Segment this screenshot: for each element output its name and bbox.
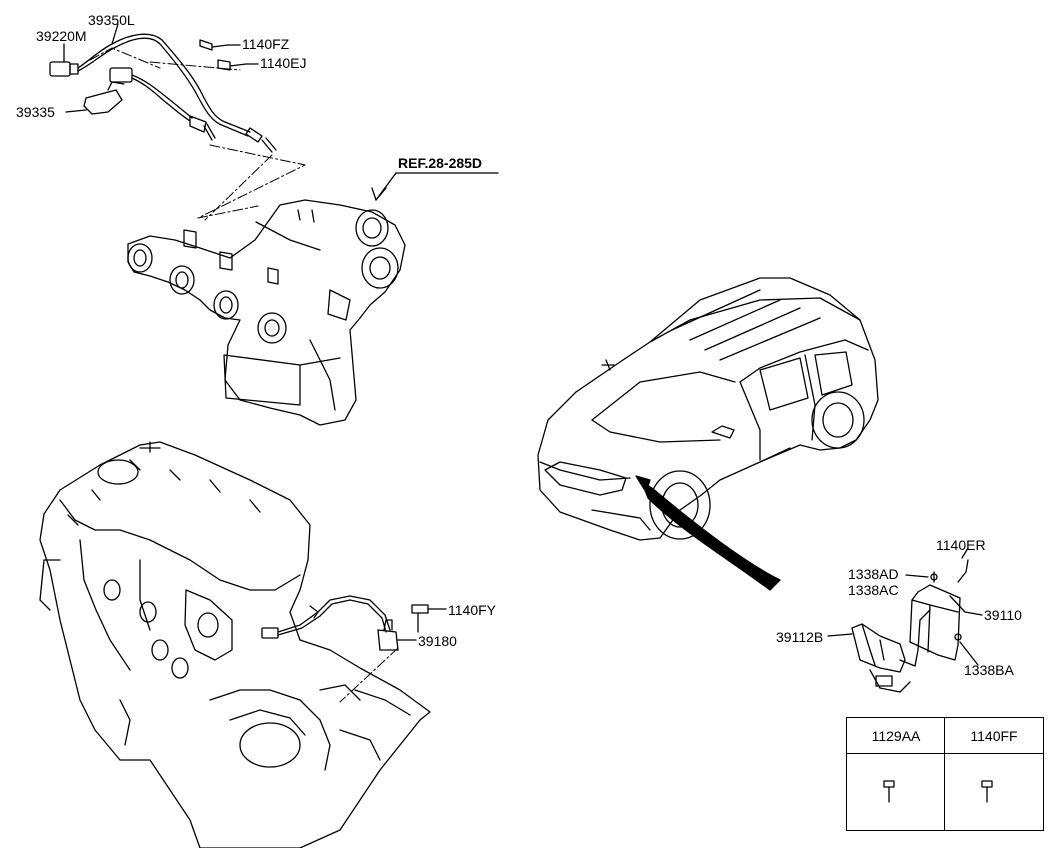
label-1140er: 1140ER <box>936 537 986 553</box>
oxygen-sensor-front <box>49 33 277 153</box>
label-1140fz: 1140FZ <box>242 36 290 52</box>
pointer-arrow <box>641 481 781 591</box>
table-header-1129aa: 1129AA <box>847 718 945 754</box>
table-header-1140ff: 1140FF <box>945 718 1043 754</box>
bolt-1140fz <box>199 39 229 51</box>
label-1338ac: 1338AC <box>848 582 899 598</box>
ecu-assembly <box>851 559 969 693</box>
bolt-1140ej <box>217 59 247 71</box>
bolt-1140fy <box>411 604 447 633</box>
label-39110: 39110 <box>984 607 1022 623</box>
parts-table: 1129AA 1140FF <box>846 717 1044 831</box>
oxygen-sensor-rear <box>83 67 216 141</box>
label-39335: 39335 <box>16 104 55 120</box>
label-1140fy: 1140FY <box>448 602 496 618</box>
bolt-icon <box>883 780 895 803</box>
exhaust-manifold <box>127 199 406 426</box>
bolt-icon <box>981 780 993 803</box>
label-39350l: 39350L <box>88 12 135 28</box>
label-39220m: 39220M <box>36 28 87 44</box>
label-1140ej: 1140EJ <box>260 55 307 71</box>
label-39180: 39180 <box>418 633 457 649</box>
label-1338ba: 1338BA <box>964 662 1014 678</box>
table-divider <box>944 718 945 830</box>
label-ref-28-285d: REF.28-285D <box>398 155 483 171</box>
engine-block <box>39 441 431 848</box>
vehicle-suv <box>537 277 879 541</box>
knock-sensor <box>261 595 399 651</box>
label-1338ad: 1338AD <box>848 566 899 582</box>
label-39112b: 39112B <box>776 629 824 645</box>
